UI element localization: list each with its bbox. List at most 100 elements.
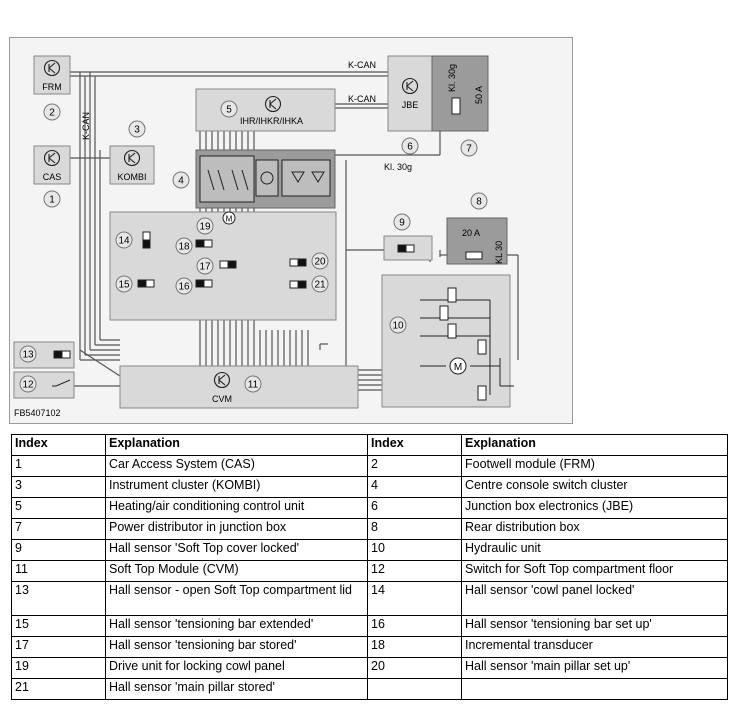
fuse-50a-symbol bbox=[451, 97, 461, 115]
index-marker-label: 21 bbox=[314, 280, 326, 291]
switch-12-symbol bbox=[52, 379, 71, 387]
index-marker-label: 2 bbox=[49, 108, 55, 119]
cas-module bbox=[33, 145, 71, 185]
legend-explanation-cell: Centre console switch cluster bbox=[461, 476, 728, 498]
power-distributor bbox=[431, 55, 489, 132]
index-marker-label: 12 bbox=[22, 380, 34, 391]
legend-index-cell: 6 bbox=[367, 497, 462, 519]
legend-index-cell: 18 bbox=[367, 636, 462, 658]
legend-explanation-cell: Heating/air conditioning control unit bbox=[105, 497, 368, 519]
svg-text:M: M bbox=[454, 362, 462, 373]
sensor-18-symbol bbox=[195, 239, 213, 248]
legend-index-cell: 15 bbox=[11, 615, 106, 637]
legend-explanation-cell: Car Access System (CAS) bbox=[105, 455, 368, 477]
legend-explanation-cell: Soft Top Module (CVM) bbox=[105, 560, 368, 582]
kcan-mid-label: K-CAN bbox=[348, 94, 376, 104]
fuse-20a-label: 20 A bbox=[462, 228, 480, 238]
ihka-module bbox=[195, 88, 336, 132]
sensor-13-symbol bbox=[53, 350, 71, 359]
sensor-21-symbol bbox=[289, 280, 307, 289]
index-marker-14: 14 bbox=[115, 231, 133, 249]
cvm-transistor-icon bbox=[213, 371, 231, 389]
legend-explanation-cell: Hydraulic unit bbox=[461, 539, 728, 561]
sensor-15-symbol bbox=[137, 279, 155, 288]
legend-explanation-cell: Hall sensor 'Soft Top cover locked' bbox=[105, 539, 368, 561]
legend-index-cell: 4 bbox=[367, 476, 462, 498]
index-marker-label: 15 bbox=[118, 280, 130, 291]
sensor-14-symbol bbox=[142, 231, 151, 249]
index-marker-16: 16 bbox=[175, 277, 193, 295]
kcan-top-label: K-CAN bbox=[348, 60, 376, 70]
index-marker-label: 20 bbox=[314, 257, 326, 268]
legend-index-cell: 14 bbox=[367, 581, 462, 616]
index-marker-7: 7 bbox=[460, 139, 478, 157]
legend-explanation-cell: Hall sensor 'tensioning bar stored' bbox=[105, 636, 368, 658]
kombi-transistor-icon bbox=[123, 149, 141, 167]
legend-index-cell: 12 bbox=[367, 560, 462, 582]
index-marker-label: 4 bbox=[178, 176, 184, 187]
kl30g-bottom-label: Kl. 30g bbox=[384, 162, 412, 172]
legend-index-cell: 5 bbox=[11, 497, 106, 519]
index-marker-8: 8 bbox=[470, 192, 488, 210]
legend-index-cell: 13 bbox=[11, 581, 106, 616]
index-marker-label: 14 bbox=[118, 236, 130, 247]
legend-explanation-cell: Hall sensor 'tensioning bar set up' bbox=[461, 615, 728, 637]
kl30g-fuse-label: Kl. 30g bbox=[447, 64, 457, 92]
index-marker-4: 4 bbox=[172, 171, 190, 189]
index-marker-9: 9 bbox=[393, 213, 411, 231]
legend-index-cell: 10 bbox=[367, 539, 462, 561]
legend-explanation-cell: Rear distribution box bbox=[461, 518, 728, 540]
kcan-vertical-label: K-CAN bbox=[81, 112, 91, 140]
svg-text:M: M bbox=[226, 215, 233, 224]
legend-explanation-cell: Drive unit for locking cowl panel bbox=[105, 657, 368, 679]
index-marker-11: 11 bbox=[244, 375, 262, 393]
wiring-diagram: M M FRM CAS KOMBI IHR/IHKR/IHKA JBE CVM … bbox=[13, 55, 519, 418]
legend-index-cell: 11 bbox=[11, 560, 106, 582]
index-marker-12: 12 bbox=[19, 375, 37, 393]
legend-explanation-cell: Switch for Soft Top compartment floor bbox=[461, 560, 728, 582]
legend-index-cell: 1 bbox=[11, 455, 106, 477]
index-marker-6: 6 bbox=[401, 137, 419, 155]
legend-explanation-cell: Junction box electronics (JBE) bbox=[461, 497, 728, 519]
index-marker-label: 18 bbox=[178, 242, 190, 253]
index-marker-label: 13 bbox=[22, 350, 34, 361]
legend-header-index: Index bbox=[367, 434, 462, 456]
index-marker-2: 2 bbox=[43, 103, 61, 121]
motor-icon: M bbox=[449, 357, 467, 375]
legend-explanation-cell: Footwell module (FRM) bbox=[461, 455, 728, 477]
index-marker-1: 1 bbox=[43, 190, 61, 208]
legend-header-row: Index Explanation Index Explanation bbox=[11, 434, 728, 456]
sensor-9-symbol bbox=[397, 244, 415, 253]
kombi-label: KOMBI bbox=[117, 172, 146, 182]
index-marker-label: 19 bbox=[199, 222, 211, 233]
ihka-label: IHR/IHKR/IHKA bbox=[240, 116, 303, 126]
fuse-50a-label: 50 A bbox=[474, 86, 484, 104]
cas-label: CAS bbox=[43, 172, 62, 182]
legend-explanation-cell: Incremental transducer bbox=[461, 636, 728, 658]
legend-index-cell: 17 bbox=[11, 636, 106, 658]
legend-explanation-cell: Hall sensor 'tensioning bar extended' bbox=[105, 615, 368, 637]
index-marker-19: 19 bbox=[196, 217, 214, 235]
sensor-20-symbol bbox=[289, 258, 307, 267]
index-marker-3: 3 bbox=[128, 120, 146, 138]
index-marker-label: 3 bbox=[134, 125, 140, 136]
figure-code: FB5407102 bbox=[14, 408, 61, 418]
legend-index-cell bbox=[367, 678, 462, 700]
legend-explanation-cell: Hall sensor - open Soft Top compartment … bbox=[105, 581, 368, 616]
legend-index-cell: 20 bbox=[367, 657, 462, 679]
legend-index-cell: 8 bbox=[367, 518, 462, 540]
index-marker-label: 6 bbox=[407, 142, 413, 153]
legend-index-cell: 9 bbox=[11, 539, 106, 561]
index-marker-label: 1 bbox=[49, 195, 55, 206]
kl30-label: KL 30 bbox=[494, 241, 504, 264]
cvm-module bbox=[119, 365, 359, 409]
index-marker-label: 7 bbox=[466, 144, 472, 155]
index-marker-label: 9 bbox=[399, 218, 405, 229]
legend-index-cell: 19 bbox=[11, 657, 106, 679]
